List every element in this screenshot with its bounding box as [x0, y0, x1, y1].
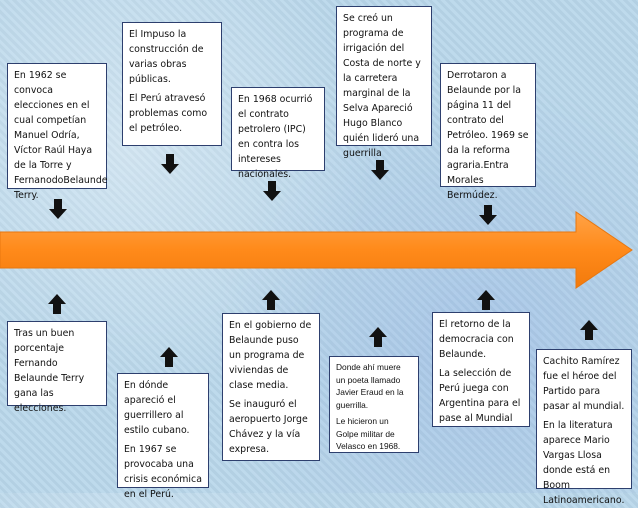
event-box-1969-agrarian-reform: Derrotaron a Belaunde por la página 11 d…	[440, 63, 536, 201]
event-box-javier-heraud: Donde ahí muere un poeta llamado Javier …	[329, 356, 419, 453]
arrow-up-icon	[369, 327, 387, 347]
event-box-irrigation: Se creó un programa de irrigación del Co…	[336, 6, 432, 159]
timeline-arrow-shape	[0, 211, 633, 289]
arrow-up-icon	[580, 320, 598, 340]
event-box-democracy-return: El retorno de la democracia con Belaunde…	[432, 312, 530, 427]
arrow-up-icon	[160, 347, 178, 367]
arrow-up-icon	[48, 294, 66, 314]
arrow-down-icon	[479, 205, 497, 225]
arrow-up-icon	[477, 290, 495, 310]
event-box-1962-elections: En 1962 se convoca elecciones en el cual…	[7, 63, 108, 201]
event-text: La selección de Perú juega con Argentina…	[439, 368, 521, 424]
event-text: Donde ahí muere un poeta llamado Javier …	[336, 362, 404, 410]
event-text: El retorno de la democracia con Belaunde…	[439, 319, 514, 360]
event-text: Cachito Ramírez fue el héroe del Partido…	[543, 356, 625, 412]
event-box-guerrilla-crisis: En dónde apareció el guerrillero al esti…	[117, 373, 209, 500]
event-text: Se inauguró el aeropuerto Jorge Chávez y…	[229, 399, 308, 455]
event-box-public-works: El Impuso la construcción de varias obra…	[122, 22, 222, 146]
event-text: En 1967 se provocaba una crisis económic…	[124, 444, 202, 500]
arrow-down-icon	[263, 181, 281, 201]
event-text: Derrotaron a Belaunde por la página 11 d…	[447, 70, 529, 201]
event-text: Tras un buen porcentaje Fernando Belaund…	[14, 328, 85, 414]
event-box-1968-ipc: En 1968 ocurrió el contrato petrolero (I…	[231, 87, 325, 180]
event-text: Se creó un programa de irrigación del Co…	[343, 13, 421, 159]
timeline-arrow	[0, 211, 633, 289]
event-text: En la literatura aparece Mario Vargas Ll…	[543, 420, 625, 506]
event-text: En 1962 se convoca elecciones en el cual…	[14, 70, 108, 201]
event-text: En el gobierno de Belaunde puso un progr…	[229, 320, 312, 391]
event-box-cachito-vargas-llosa: Cachito Ramírez fue el héroe del Partido…	[536, 349, 632, 506]
arrow-down-icon	[371, 160, 389, 180]
arrow-up-icon	[262, 290, 280, 310]
event-text: Le hicieron un Golpe militar de Velasco …	[336, 416, 401, 451]
event-text: El Perú atravesó problemas como el petró…	[129, 93, 208, 134]
event-box-housing-airport: En el gobierno de Belaunde puso un progr…	[222, 313, 320, 461]
event-box-belaunde-wins: Tras un buen porcentaje Fernando Belaund…	[7, 321, 107, 414]
event-text: El Impuso la construcción de varias obra…	[129, 29, 204, 85]
event-text: En 1968 ocurrió el contrato petrolero (I…	[238, 94, 313, 180]
arrow-down-icon	[161, 154, 179, 174]
arrow-down-icon	[49, 199, 67, 219]
event-text: En dónde apareció el guerrillero al esti…	[124, 380, 190, 436]
